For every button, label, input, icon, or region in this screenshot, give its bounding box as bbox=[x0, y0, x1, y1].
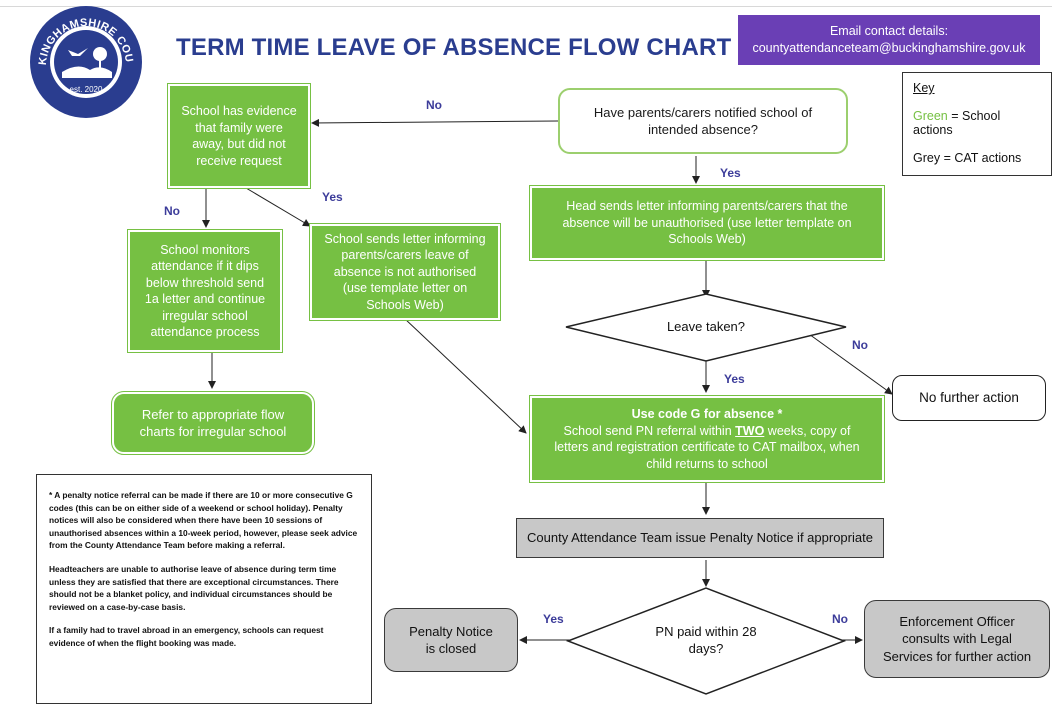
node-no-further-text: No further action bbox=[919, 390, 1019, 406]
note-headteachers: Headteachers are unable to authorise lea… bbox=[49, 564, 339, 612]
node-code-g-part1: School send PN referral within bbox=[563, 423, 736, 438]
node-code-g: Use code G for absence * School send PN … bbox=[529, 395, 885, 483]
node-code-g-part2: weeks, copy of letters and registration … bbox=[554, 423, 860, 471]
logo-est: est. 2020 bbox=[70, 85, 103, 94]
top-rule bbox=[0, 6, 1052, 7]
label-no-top: No bbox=[426, 98, 442, 112]
key-grey: Grey = CAT actions bbox=[913, 151, 1041, 165]
node-refer-text: Refer to appropriate flow charts for irr… bbox=[139, 406, 287, 439]
edge-evidence-yes bbox=[245, 187, 311, 227]
node-enforcement: Enforcement Officer consults with Legal … bbox=[864, 600, 1050, 678]
node-code-g-body: School send PN referral within TWO weeks… bbox=[546, 423, 868, 473]
key-green-rest: = School actions bbox=[913, 109, 1001, 137]
key-box: Key Green = School actions Grey = CAT ac… bbox=[902, 72, 1052, 176]
node-cat-issue: County Attendance Team issue Penalty Not… bbox=[516, 518, 884, 558]
node-refer: Refer to appropriate flow charts for irr… bbox=[111, 391, 315, 455]
edge-leave-no bbox=[801, 328, 893, 395]
node-sends-letter-text: School sends letter informing parents/ca… bbox=[324, 231, 486, 312]
node-code-g-title: Use code G for absence * bbox=[631, 407, 783, 421]
label-yes-paid: Yes bbox=[543, 612, 564, 626]
page-title: TERM TIME LEAVE OF ABSENCE FLOW CHART bbox=[176, 34, 732, 61]
key-green-word: Green bbox=[913, 109, 948, 123]
diamond-leave-taken bbox=[565, 293, 847, 362]
node-leave-taken: Leave taken? bbox=[640, 316, 772, 338]
node-cat-issue-text: County Attendance Team issue Penalty Not… bbox=[527, 530, 873, 546]
diamond-pn-paid bbox=[565, 587, 847, 695]
note-emergency: If a family had to travel abroad in an e… bbox=[49, 625, 324, 649]
label-no-evidence: No bbox=[164, 204, 180, 218]
note-penalty: * A penalty notice referral can be made … bbox=[49, 490, 358, 551]
email-contact-box: Email contact details: countyattendancet… bbox=[738, 15, 1040, 65]
node-pn-paid-text: PN paid within 28 days? bbox=[655, 623, 757, 656]
key-green: Green = School actions bbox=[913, 109, 1041, 137]
node-enforcement-text: Enforcement Officer consults with Legal … bbox=[882, 614, 1032, 664]
node-evidence: School has evidence that family were awa… bbox=[167, 83, 311, 189]
label-yes-notified: Yes bbox=[720, 166, 741, 180]
label-no-paid: No bbox=[832, 612, 848, 626]
label-no-leave: No bbox=[852, 338, 868, 352]
node-head-letter: Head sends letter informing parents/care… bbox=[529, 185, 885, 261]
node-no-further: No further action bbox=[892, 375, 1046, 421]
label-yes-leave: Yes bbox=[724, 372, 745, 386]
edge-sendsletter-codeg bbox=[403, 317, 527, 434]
notes-box: * A penalty notice referral can be made … bbox=[36, 474, 372, 704]
node-notified-text: Have parents/carers notified school of i… bbox=[593, 104, 813, 137]
edge-notified-no bbox=[311, 118, 559, 127]
node-monitors-text: School monitors attendance if it dips be… bbox=[144, 242, 266, 340]
council-logo: BUCKINGHAMSHIRE COUNCIL est. 2020 bbox=[28, 4, 142, 118]
key-grey-word: Grey bbox=[913, 151, 941, 165]
node-pn-closed: Penalty Notice is closed bbox=[384, 608, 518, 672]
email-address[interactable]: countyattendanceteam@buckinghamshire.gov… bbox=[752, 41, 1026, 55]
node-notified-question: Have parents/carers notified school of i… bbox=[558, 88, 848, 154]
node-sends-letter: School sends letter informing parents/ca… bbox=[309, 223, 501, 321]
node-monitors: School monitors attendance if it dips be… bbox=[127, 229, 283, 353]
node-leave-taken-text: Leave taken? bbox=[666, 319, 746, 335]
node-evidence-text: School has evidence that family were awa… bbox=[181, 104, 297, 168]
node-head-letter-text: Head sends letter informing parents/care… bbox=[562, 199, 852, 247]
node-code-g-two: TWO bbox=[735, 423, 765, 438]
key-grey-rest: = CAT actions bbox=[940, 151, 1022, 165]
node-pn-paid: PN paid within 28 days? bbox=[640, 620, 772, 660]
key-title: Key bbox=[913, 81, 935, 95]
email-label: Email contact details: bbox=[829, 23, 949, 38]
label-yes-evidence: Yes bbox=[322, 190, 343, 204]
node-pn-closed-text: Penalty Notice is closed bbox=[409, 623, 493, 656]
